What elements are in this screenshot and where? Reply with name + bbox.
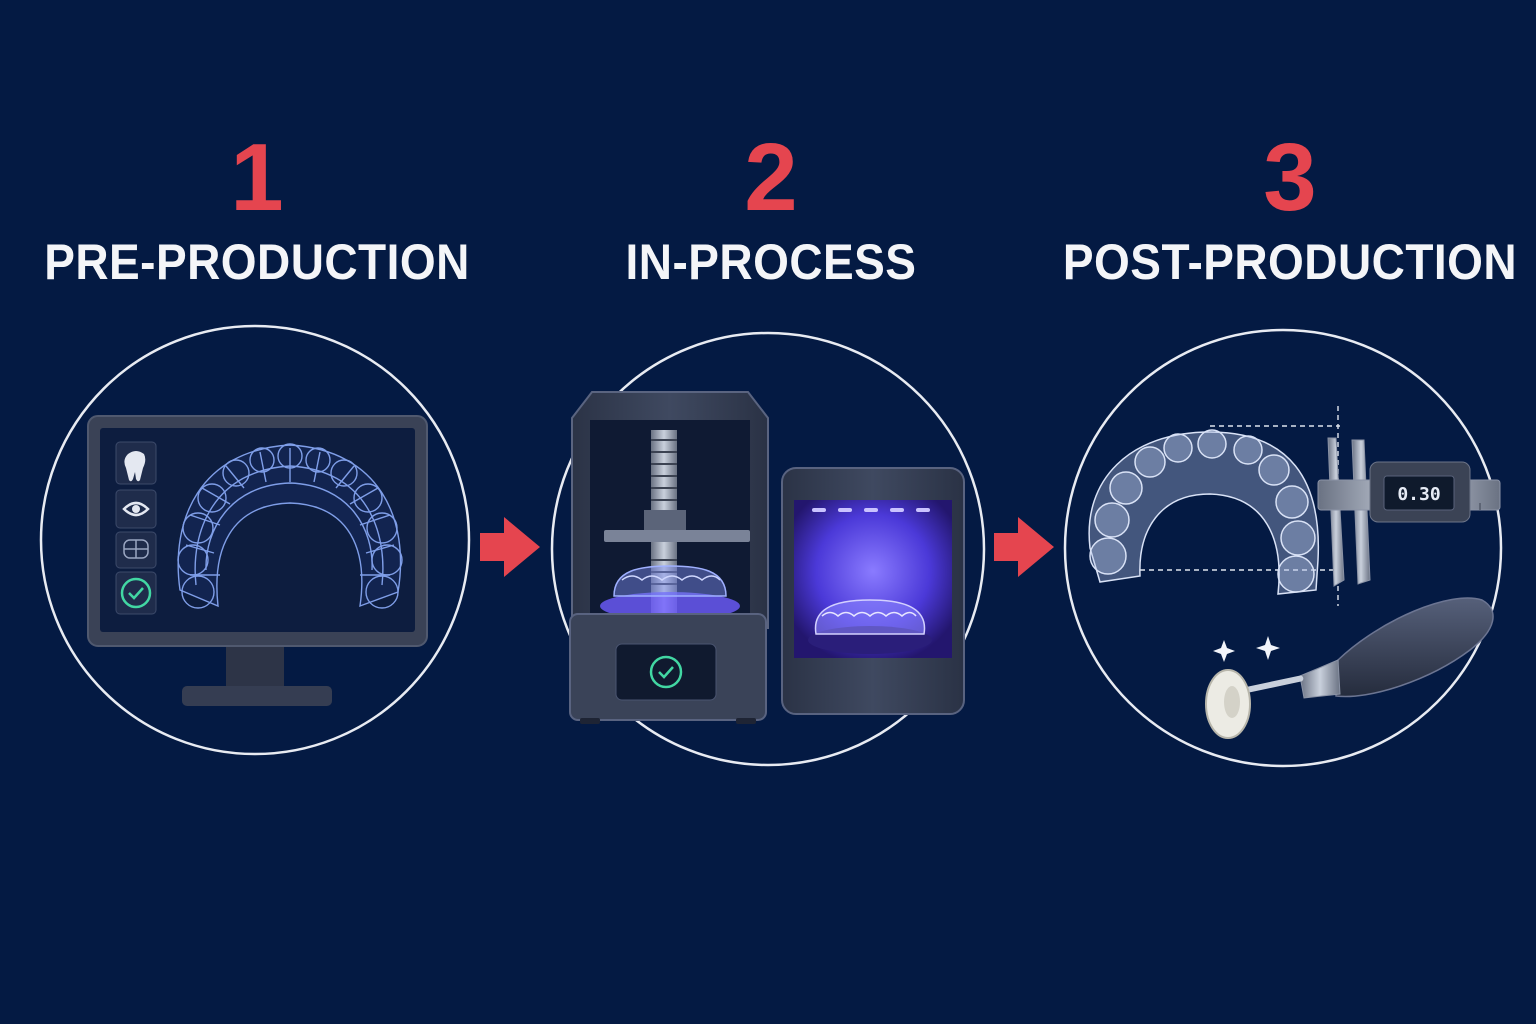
step-3-number: 3 [1263,124,1317,231]
uv-cure-box-icon [781,467,965,715]
step-2-illustration [550,331,986,767]
arrow-right-icon-1 [480,517,540,577]
step-2-number: 2 [744,124,798,231]
step-2-circle [550,331,986,767]
arrow-right-icon-2 [994,517,1054,577]
step-3-title: POST-PRODUCTION [1062,234,1518,290]
step-3-circle [1063,328,1503,768]
step-2-title: IN-PROCESS [625,234,917,290]
step-1-number: 1 [230,124,284,231]
dental-arch-wireframe-icon [177,443,403,609]
step-3-illustration: 0.30 [1063,328,1503,768]
polishing-tool-icon [1205,597,1494,739]
monitor-icon [87,415,428,706]
step-1-circle [39,324,471,756]
software-toolbar [115,441,157,615]
clear-aligner-icon [1088,429,1320,595]
step-1-illustration [39,324,471,756]
step-1-title: PRE-PRODUCTION [44,234,470,290]
caliper-display [1383,475,1455,511]
caliper-readout: 0.30 [1397,484,1440,505]
printer-check-icon [649,655,683,689]
3d-printer-icon [569,391,769,724]
sparkle-icon [1213,636,1280,662]
digital-caliper-icon: 0.30 [1317,437,1501,587]
